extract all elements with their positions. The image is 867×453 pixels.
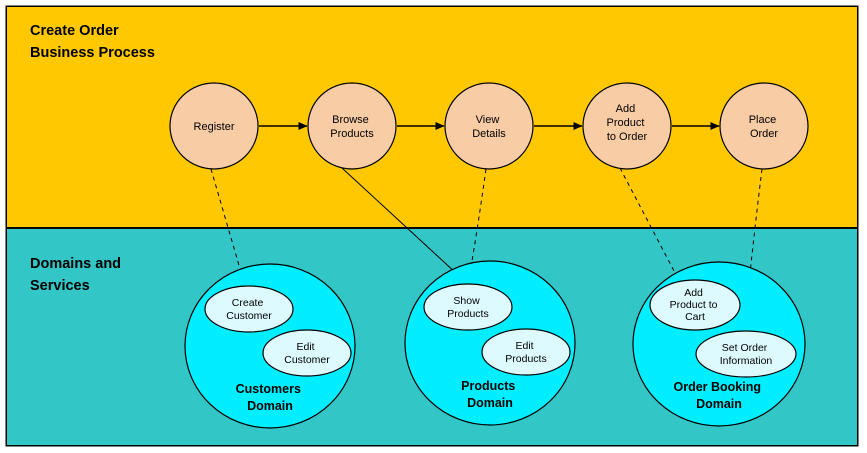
service-create-customer[interactable]: Create Customer (204, 285, 294, 333)
service-show-products[interactable]: Show Products (423, 283, 513, 331)
process-nodes: Register Browse Products View Details (169, 82, 809, 170)
process-node-place-order[interactable]: Place Order (719, 82, 809, 170)
service-shape[interactable] (204, 285, 294, 333)
process-node-shape[interactable] (582, 82, 672, 170)
service-shape[interactable] (423, 283, 513, 331)
link-add-product-to-order-to-add-to-cart (619, 167, 685, 291)
process-band-background (7, 7, 857, 228)
service-add-product-to-cart[interactable]: Add Product to Cart (649, 279, 741, 331)
process-node-label: Register (194, 121, 235, 133)
service-shape[interactable] (262, 329, 352, 377)
service-edit-products[interactable]: Edit Products (481, 328, 571, 376)
process-node-shape[interactable] (307, 82, 397, 170)
domain-label: Order Booking Domain (674, 380, 765, 411)
process-node-label: Browse Products (330, 114, 374, 140)
process-node-register[interactable]: Register (169, 82, 259, 170)
process-band: Create Order Business Process (7, 7, 857, 228)
service-set-order-information[interactable]: Set Order Information (695, 330, 797, 378)
domain-customers[interactable]: Customers Domain Create Customer Edit Cu… (184, 263, 356, 429)
process-node-label: Place Order (749, 114, 780, 140)
service-shape[interactable] (695, 330, 797, 378)
service-label: Show Products (447, 295, 488, 320)
process-node-label: Add Product to Order (607, 103, 648, 143)
process-band-title: Create Order Business Process (30, 23, 155, 61)
domains: Customers Domain Create Customer Edit Cu… (184, 260, 806, 429)
service-shape[interactable] (481, 328, 571, 376)
service-label: Add Product to Cart (670, 287, 721, 323)
process-node-add-product-to-order[interactable]: Add Product to Order (582, 82, 672, 170)
process-node-shape[interactable] (444, 82, 534, 170)
service-edit-customer[interactable]: Edit Customer (262, 329, 352, 377)
service-label: Create Customer (226, 297, 272, 322)
domain-label: Products Domain (461, 379, 519, 410)
process-node-label: View Details (472, 114, 506, 140)
domain-band-title: Domains and Services (30, 256, 125, 294)
domain-order-booking[interactable]: Order Booking Domain Add Product to Cart… (632, 261, 806, 427)
service-label: Edit Products (505, 340, 546, 365)
link-browse-products-to-show-products (341, 167, 471, 287)
domain-label: Customers Domain (236, 382, 305, 413)
process-node-shape[interactable] (719, 82, 809, 170)
domain-products[interactable]: Products Domain Show Products Edit Produ… (404, 260, 576, 426)
process-node-browse-products[interactable]: Browse Products (307, 82, 397, 170)
process-node-shape[interactable] (169, 82, 259, 170)
service-label: Set Order Information (720, 342, 773, 367)
service-label: Edit Customer (284, 341, 330, 366)
process-node-view-details[interactable]: View Details (444, 82, 534, 170)
service-shape[interactable] (649, 279, 741, 331)
